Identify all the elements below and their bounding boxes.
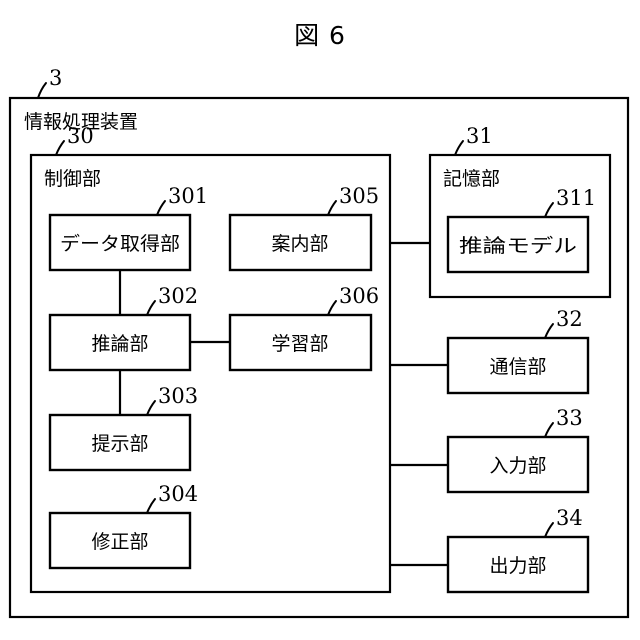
block-input-unit [446, 435, 590, 494]
ref-number-301: 301 [168, 184, 208, 208]
block-data-acquisition-unit-label: データ取得部 [60, 233, 180, 255]
container-storage-unit [428, 153, 612, 299]
ref-number-32: 32 [556, 307, 583, 331]
ref-number-30: 30 [67, 124, 94, 148]
block-inference-model-label: 推論モデル [459, 235, 577, 257]
leader-line-31 [454, 140, 464, 156]
ref-number-31: 31 [466, 124, 493, 148]
block-guidance-unit-label: 案内部 [271, 233, 328, 255]
ref-number-33: 33 [556, 406, 583, 430]
block-guidance-unit [228, 213, 373, 272]
ref-number-306: 306 [339, 284, 379, 308]
block-communication-unit [446, 336, 590, 395]
leader-line-305 [327, 200, 337, 216]
block-inference-model [446, 215, 590, 274]
ref-number-3: 3 [49, 66, 62, 90]
block-output-unit-label: 出力部 [489, 555, 546, 577]
block-learning-unit [228, 313, 373, 372]
leader-line-303 [146, 400, 156, 416]
leader-line-311 [544, 202, 554, 218]
block-presentation-unit-label: 提示部 [91, 433, 148, 455]
figure-title: 図 6 [294, 21, 346, 50]
block-communication-unit-label: 通信部 [489, 356, 546, 378]
ref-number-302: 302 [158, 284, 198, 308]
container-control-unit-label: 制御部 [44, 168, 101, 190]
leader-line-33 [544, 422, 554, 438]
block-correction-unit [48, 511, 192, 570]
ref-number-304: 304 [158, 482, 198, 506]
container-storage-unit-label: 記憶部 [443, 168, 500, 190]
block-data-acquisition-unit [48, 213, 192, 272]
ref-number-305: 305 [339, 184, 379, 208]
outer-frame-label: 情報処理装置 [24, 111, 138, 133]
block-inference-unit [48, 313, 192, 372]
container-control-unit [29, 153, 392, 594]
block-inference-unit-label: 推論部 [91, 333, 148, 355]
block-correction-unit-label: 修正部 [91, 531, 148, 553]
leader-line-32 [544, 323, 554, 339]
ref-number-303: 303 [158, 384, 198, 408]
block-learning-unit-label: 学習部 [271, 333, 328, 355]
leader-line-302 [146, 300, 156, 316]
leader-line-3 [37, 82, 47, 99]
block-presentation-unit [48, 413, 192, 472]
leader-line-301 [156, 200, 166, 216]
leader-line-304 [146, 498, 156, 514]
outer-frame-information-processing-device [8, 96, 630, 619]
leader-line-306 [327, 300, 337, 316]
block-input-unit-label: 入力部 [489, 455, 546, 477]
ref-number-311: 311 [556, 186, 596, 210]
leader-line-34 [544, 522, 554, 538]
block-output-unit [446, 535, 590, 594]
ref-number-34: 34 [556, 506, 583, 530]
leader-line-30 [55, 140, 65, 156]
